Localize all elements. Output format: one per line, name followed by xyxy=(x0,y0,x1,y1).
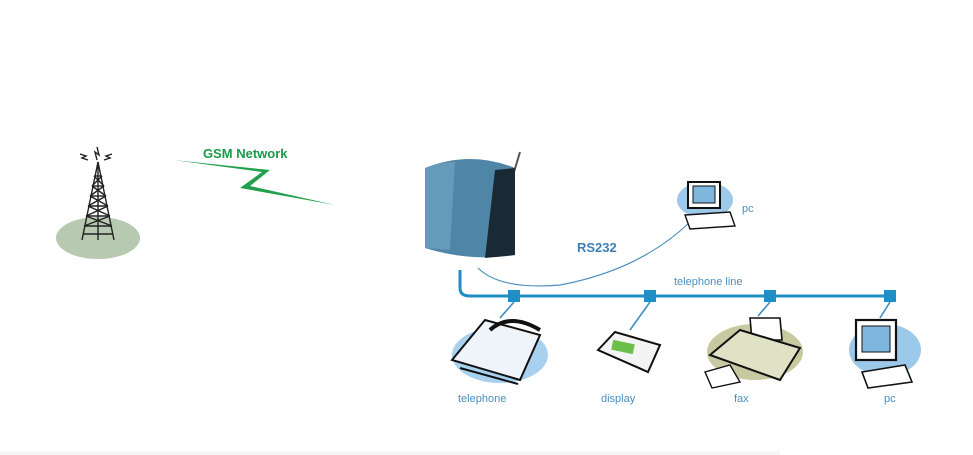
device-label-fax: fax xyxy=(734,393,749,405)
display-icon xyxy=(596,330,662,374)
pc-icon xyxy=(849,318,921,389)
pc-top-label: pc xyxy=(742,203,754,215)
telephone-line-label: telephone line xyxy=(674,276,743,288)
bus-connectors xyxy=(508,290,896,302)
bottom-edge xyxy=(0,451,780,455)
device-label-display: display xyxy=(601,393,636,405)
gsm-signal-icon xyxy=(173,160,335,205)
rs232-label: RS232 xyxy=(577,240,617,255)
cell-tower-icon xyxy=(56,146,140,259)
fax-icon xyxy=(704,317,803,389)
gsm-network-label: GSM Network xyxy=(203,146,288,161)
telephone-icon xyxy=(450,318,548,385)
rs232-cable xyxy=(477,221,691,287)
pc-icon xyxy=(677,181,736,230)
gsm-terminal-icon xyxy=(425,151,521,258)
device-label-pc: pc xyxy=(884,393,896,405)
telephone-line-bus xyxy=(458,270,892,298)
device-label-telephone: telephone xyxy=(458,393,507,405)
